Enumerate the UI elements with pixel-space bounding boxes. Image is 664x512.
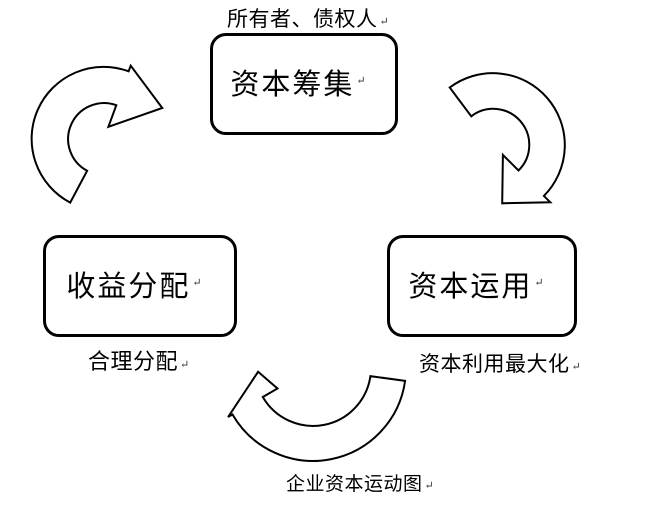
caption-text: 企业资本运动图 <box>286 474 423 495</box>
node-label: 收益分配 <box>66 270 191 303</box>
annotation-text: 资本利用最大化 <box>419 352 570 376</box>
node-label: 资本运用 <box>408 270 533 303</box>
curved-arrow-utilization-to-distribution <box>227 370 407 462</box>
paragraph-mark: ↵ <box>571 361 581 373</box>
paragraph-mark: ↵ <box>424 480 434 492</box>
node-income-distribution: 收益分配↵ <box>43 235 237 337</box>
annotation-maximize-capital-utilization: 资本利用最大化↵ <box>419 348 581 378</box>
paragraph-mark: ↵ <box>192 277 202 289</box>
curved-arrow-raising-to-utilization <box>448 72 566 205</box>
node-capital-utilization: 资本运用↵ <box>387 235 577 337</box>
paragraph-mark: ↵ <box>379 16 389 28</box>
annotation-rational-distribution: 合理分配↵ <box>88 344 189 376</box>
annotation-text: 合理分配 <box>88 349 179 374</box>
paragraph-mark: ↵ <box>356 75 366 87</box>
annotation-owners-creditors: 所有者、债权人↵ <box>227 3 389 33</box>
curved-arrow-distribution-to-raising <box>30 63 164 204</box>
node-label: 资本筹集 <box>230 68 355 101</box>
diagram-caption: 企业资本运动图↵ <box>286 469 434 496</box>
annotation-text: 所有者、债权人 <box>227 7 378 31</box>
node-capital-raising: 资本筹集↵ <box>210 33 398 135</box>
paragraph-mark: ↵ <box>534 277 544 289</box>
paragraph-mark: ↵ <box>180 359 190 371</box>
